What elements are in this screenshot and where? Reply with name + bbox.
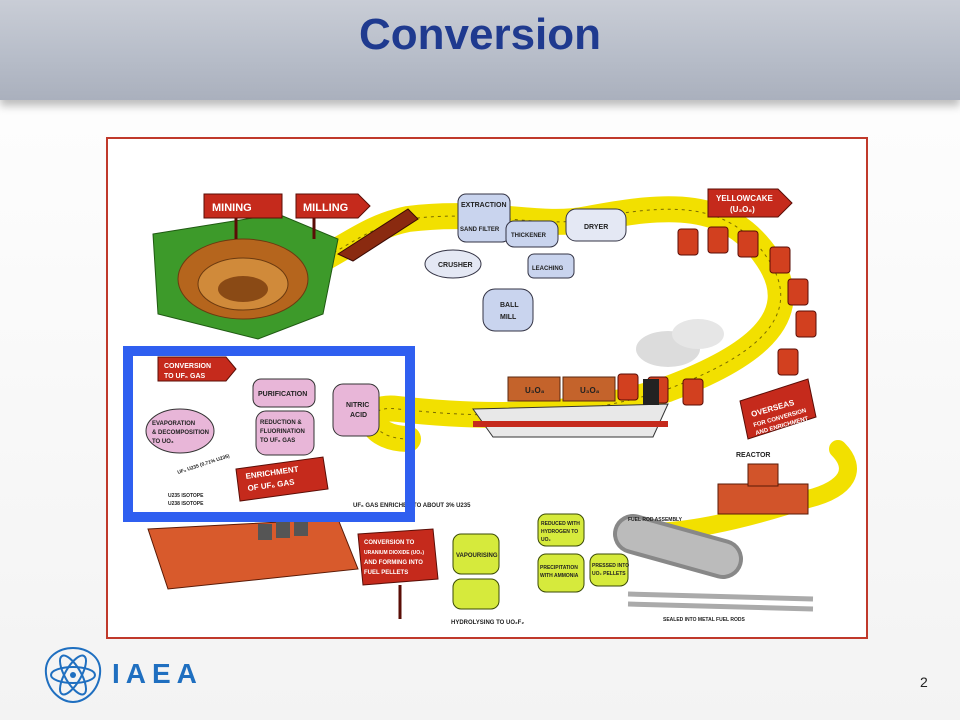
title-bar: Conversion	[0, 0, 960, 100]
svg-text:REDUCTION &: REDUCTION &	[260, 420, 302, 426]
svg-text:UO₂: UO₂	[541, 537, 551, 543]
nuclear-fuel-cycle-diagram: MINING MILLING EXTRACTION SAND FILTER TH…	[106, 137, 868, 639]
svg-text:TO UF₆ GAS: TO UF₆ GAS	[164, 373, 205, 380]
iaea-logo-text: IAEA	[112, 658, 203, 689]
cargo-ship: U₃O₈ U₃O₈	[472, 319, 724, 438]
svg-text:LEACHING: LEACHING	[532, 266, 564, 272]
svg-text:THICKENER: THICKENER	[511, 233, 547, 239]
page-number: 2	[920, 674, 928, 690]
svg-text:REACTOR: REACTOR	[736, 452, 770, 459]
diagram-canvas: MINING MILLING EXTRACTION SAND FILTER TH…	[123, 188, 857, 626]
svg-text:TO UF₆ GAS: TO UF₆ GAS	[260, 438, 295, 444]
svg-text:SEALED INTO METAL FUEL RODS: SEALED INTO METAL FUEL RODS	[663, 617, 746, 623]
svg-text:MINING: MINING	[212, 202, 252, 214]
svg-text:U₃O₈: U₃O₈	[525, 386, 545, 395]
svg-text:U₃O₈: U₃O₈	[580, 386, 600, 395]
milling-sign: MILLING	[295, 193, 371, 239]
svg-text:CONVERSION: CONVERSION	[164, 363, 211, 370]
svg-text:WITH AMMONIA: WITH AMMONIA	[540, 573, 579, 579]
svg-text:CONVERSION TO: CONVERSION TO	[364, 540, 415, 546]
svg-text:UO₂ PELLETS: UO₂ PELLETS	[592, 571, 626, 577]
svg-text:VAPOURISING: VAPOURISING	[456, 553, 498, 559]
svg-text:EVAPORATION: EVAPORATION	[152, 421, 195, 427]
mine-pit	[152, 213, 339, 340]
fuel-fabrication-factory	[147, 518, 359, 590]
svg-text:U238 ISOTOPE: U238 ISOTOPE	[168, 501, 204, 507]
conversion-sign: CONVERSION TO UF₆ GAS	[157, 356, 237, 382]
svg-text:HYDROGEN TO: HYDROGEN TO	[541, 529, 578, 535]
svg-text:BALL: BALL	[500, 302, 519, 309]
svg-text:PURIFICATION: PURIFICATION	[258, 391, 307, 398]
svg-text:AND FORMING INTO: AND FORMING INTO	[364, 560, 423, 566]
fuel-rod-assembly: FUEL ROD ASSEMBLY SEALED INTO METAL FUEL…	[613, 514, 814, 623]
svg-text:FUEL PELLETS: FUEL PELLETS	[364, 570, 408, 576]
svg-text:PRECIPITATION: PRECIPITATION	[540, 565, 578, 571]
svg-text:ACID: ACID	[350, 412, 367, 419]
svg-text:NITRIC: NITRIC	[346, 402, 369, 409]
svg-text:TO UO₃: TO UO₃	[152, 439, 174, 445]
enrichment-sign: ENRICHMENT OF UF₆ GAS	[235, 456, 329, 502]
svg-text:(U₃O₈): (U₃O₈)	[730, 205, 755, 214]
milling-plant: EXTRACTION SAND FILTER THICKENER DRYER C…	[336, 193, 627, 332]
pellet-processing: VAPOURISING HYDROLYSING TO UO₂F₂ REDUCED…	[451, 513, 629, 626]
svg-text:FUEL ROD ASSEMBLY: FUEL ROD ASSEMBLY	[628, 517, 683, 523]
svg-text:HYDROLYSING TO UO₂F₂: HYDROLYSING TO UO₂F₂	[451, 620, 524, 626]
yellowcake-sign: YELLOWCAKE (U₃O₈)	[707, 188, 793, 218]
mining-sign: MINING	[203, 193, 283, 239]
svg-text:URANIUM DIOXIDE (UO₂): URANIUM DIOXIDE (UO₂)	[364, 550, 424, 556]
svg-text:FLUORINATION: FLUORINATION	[260, 429, 305, 435]
conversion-highlight-box	[123, 346, 415, 522]
svg-text:PRESSED INTO: PRESSED INTO	[592, 563, 629, 569]
svg-text:MILLING: MILLING	[303, 202, 348, 214]
svg-text:YELLOWCAKE: YELLOWCAKE	[716, 194, 774, 203]
overseas-sign: OVERSEAS FOR CONVERSION AND ENRICHMENT	[739, 378, 817, 440]
slide-title: Conversion	[358, 10, 602, 59]
svg-text:MILL: MILL	[500, 314, 517, 321]
pellet-conversion-sign: CONVERSION TO URANIUM DIOXIDE (UO₂) AND …	[357, 528, 439, 619]
svg-text:REDUCED WITH: REDUCED WITH	[541, 521, 580, 527]
svg-text:EXTRACTION: EXTRACTION	[461, 202, 507, 209]
reactor: REACTOR	[717, 452, 809, 515]
svg-text:SAND FILTER: SAND FILTER	[460, 227, 500, 233]
svg-text:CRUSHER: CRUSHER	[438, 262, 473, 269]
iaea-logo-icon	[44, 646, 102, 704]
svg-text:U235 ISOTOPE: U235 ISOTOPE	[168, 493, 204, 499]
svg-text:DRYER: DRYER	[584, 224, 608, 231]
svg-text:UF₆ U235 (0.71% U235): UF₆ U235 (0.71% U235)	[177, 453, 231, 476]
svg-text:& DECOMPOSITION: & DECOMPOSITION	[152, 430, 209, 436]
